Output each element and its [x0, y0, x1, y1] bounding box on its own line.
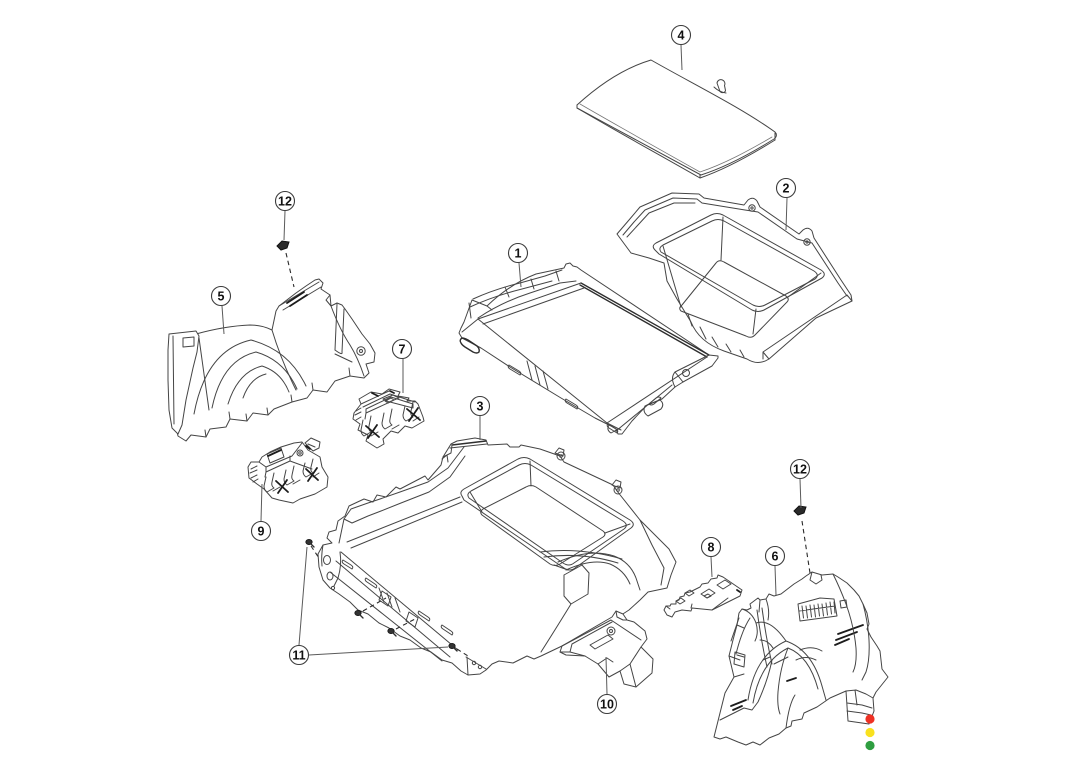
svg-text:11: 11 — [292, 649, 305, 663]
svg-text:4: 4 — [678, 29, 685, 43]
svg-text:3: 3 — [477, 400, 484, 414]
svg-text:8: 8 — [708, 541, 715, 555]
svg-text:10: 10 — [600, 698, 614, 712]
svg-text:7: 7 — [399, 343, 406, 357]
svg-text:5: 5 — [218, 290, 225, 304]
svg-text:12: 12 — [793, 463, 807, 477]
svg-text:1: 1 — [515, 247, 522, 261]
svg-text:9: 9 — [258, 525, 265, 539]
svg-text:6: 6 — [772, 550, 779, 564]
svg-text:12: 12 — [278, 195, 292, 209]
svg-text:2: 2 — [783, 182, 790, 196]
